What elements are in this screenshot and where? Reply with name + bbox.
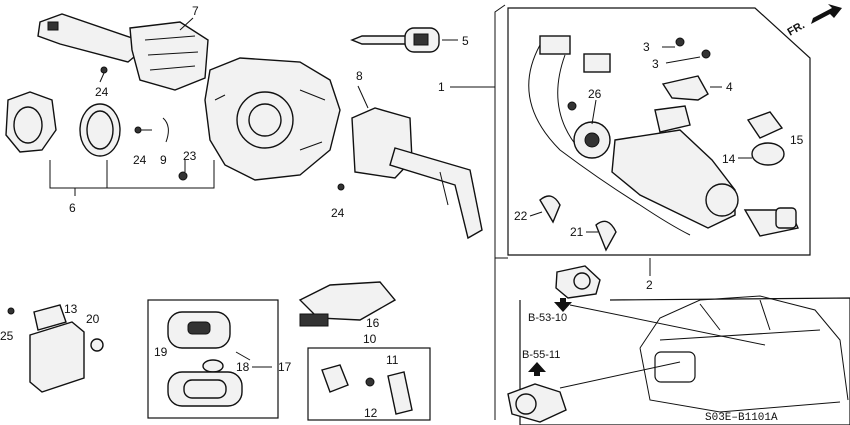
callout-12: 12 [364, 406, 378, 420]
ref-b-55-11: B-55-11 [522, 349, 560, 361]
callout-16: 16 [366, 316, 380, 330]
callout-5: 5 [462, 34, 469, 48]
assembly-frame-1 [507, 7, 811, 256]
callout-6: 6 [69, 201, 76, 215]
cable-reel-housing [204, 57, 341, 181]
callout-1: 1 [438, 80, 445, 94]
callout-17: 17 [278, 360, 292, 374]
callout-8: 8 [356, 69, 363, 83]
diagram-code: S03E–B1101A [705, 412, 778, 424]
ignition-small-parts [539, 37, 785, 252]
small-parts-box [307, 347, 431, 421]
screws-left [99, 66, 188, 181]
vehicle-outline [559, 295, 849, 413]
callout-19: 19 [154, 345, 168, 359]
callout-11: 11 [386, 353, 399, 367]
callout-14: 14 [722, 152, 736, 166]
keypad-parts [167, 311, 243, 407]
bracket-1-2 [494, 4, 651, 420]
callout-24b: 24 [133, 153, 147, 167]
cylinder-parts [507, 265, 601, 423]
callout-9: 9 [160, 153, 167, 167]
callout-24c: 24 [331, 206, 345, 220]
ref-b-53-10: B-53-10 [528, 312, 567, 324]
callout-24a: 24 [95, 85, 109, 99]
down-arrow-icon [554, 298, 572, 312]
callout-4: 4 [726, 80, 733, 94]
callout-25: 25 [0, 329, 14, 343]
front-arrow-icon [811, 4, 842, 24]
small-parts [321, 364, 413, 415]
callout-13: 13 [64, 302, 78, 316]
leader-lines [179, 17, 752, 368]
callout-18: 18 [236, 360, 250, 374]
callout-10: 10 [363, 332, 377, 346]
callout-3a: 3 [643, 40, 650, 54]
wiper-switch [337, 107, 483, 240]
callout-21: 21 [570, 225, 584, 239]
combination-switch-left [37, 13, 209, 91]
key-blank [350, 27, 440, 53]
relay-unit [7, 304, 104, 393]
callout-15: 15 [790, 133, 804, 147]
up-arrow-icon [528, 362, 546, 376]
ring-parts [5, 91, 169, 157]
callout-22: 22 [514, 209, 528, 223]
bracket-6 [49, 160, 215, 196]
callout-23: 23 [183, 149, 197, 163]
callout-2: 2 [646, 278, 653, 292]
callout-26: 26 [588, 87, 602, 101]
callout-3b: 3 [652, 57, 659, 71]
cover-16 [298, 281, 397, 327]
callout-7: 7 [192, 4, 199, 18]
ignition-harness [528, 35, 799, 237]
keypad-box [147, 299, 279, 419]
front-label: FR. [786, 19, 807, 38]
callout-20: 20 [86, 312, 100, 326]
